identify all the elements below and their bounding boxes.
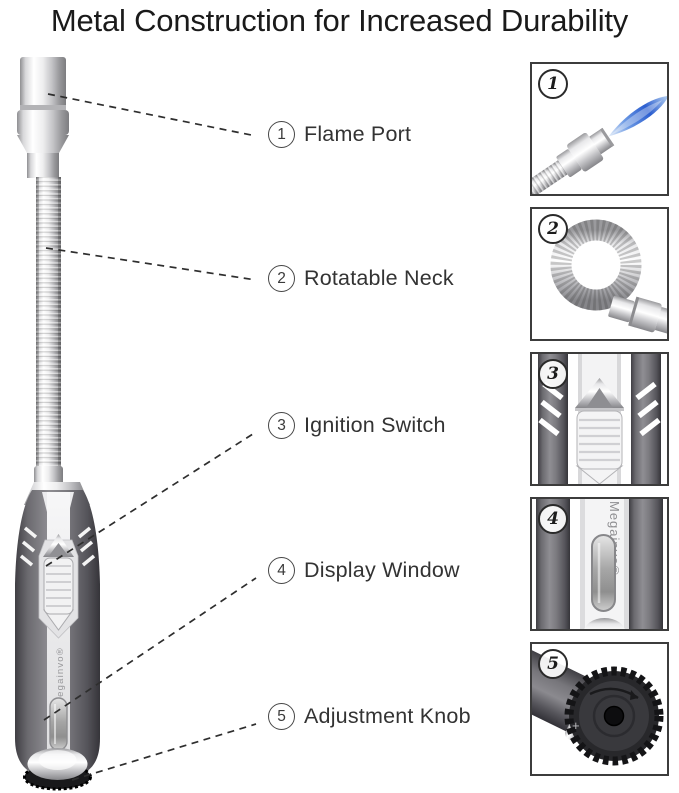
rotatable-neck-closeup-icon [550,219,667,335]
label-flame-port: 1 Flame Port [268,121,411,148]
label-number-4: 4 [268,557,295,584]
label-text-rotatable-neck: Rotatable Neck [304,266,454,290]
label-number-1: 1 [268,121,295,148]
label-rotatable-neck: 2 Rotatable Neck [268,265,454,292]
closeup-thumbnails: 1 2 [530,62,669,787]
callout-lines [43,93,257,781]
thumbnail-4-display-window: 4 Megainvo® [530,497,669,631]
plus-mark: + [572,718,580,733]
thumbnail-1-flame-port: 1 [530,62,669,196]
label-adjustment-knob: 5 Adjustment Knob [268,703,471,730]
label-text-flame-port: Flame Port [304,122,412,146]
thumbnail-3-badge: 3 [538,359,568,389]
adjustment-knob [23,748,92,791]
thumbnail-1-badge: 1 [538,69,568,99]
thumbnail-2-badge: 2 [538,214,568,244]
thumbnail-2-rotatable-neck: 2 [530,207,669,341]
adjustment-knob-closeup-icon: + [532,644,664,766]
display-window-closeup-icon: Megainvo® [536,499,663,629]
label-text-display-window: Display Window [304,558,460,582]
page-title: Metal Construction for Increased Durabil… [50,3,629,38]
handle: Megainvo® [15,482,100,791]
thumbnail-4-badge: 4 [538,504,568,534]
label-text-ignition-switch: Ignition Switch [304,413,446,437]
ignition-switch-closeup-icon [538,354,661,484]
brand-text: Megainvo® [55,647,66,706]
label-ignition-switch: 3 Ignition Switch [268,412,446,439]
label-number-2: 2 [268,265,295,292]
label-number-3: 3 [268,412,295,439]
label-text-adjustment-knob: Adjustment Knob [304,704,471,728]
thumbnail-5-adjustment-knob: 5 + [530,642,669,776]
display-window [49,697,68,751]
label-number-5: 5 [268,703,295,730]
flame-port-closeup-icon [532,95,667,194]
flame-port [17,57,69,178]
chevron-marks [19,526,96,567]
label-display-window: 4 Display Window [268,557,460,584]
rotatable-neck [34,177,63,490]
thumbnail-3-ignition-switch: 3 [530,352,669,486]
thumbnail-5-badge: 5 [538,649,568,679]
